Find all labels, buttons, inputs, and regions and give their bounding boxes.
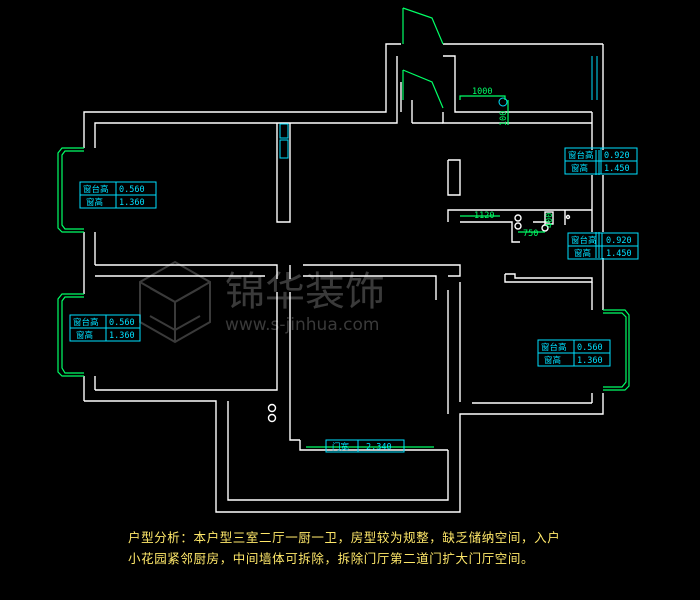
tag-height-value: 1.360 xyxy=(109,331,135,341)
tag-height-label: 窗高 xyxy=(574,248,591,259)
window-tag-w3: 窗台高 0.920 窗高 1.450 xyxy=(564,147,638,175)
entry-door-swing xyxy=(402,7,444,109)
dim-balcony-depth: 100 xyxy=(499,111,509,126)
tag-sill-label: 窗台高 xyxy=(568,150,594,161)
window-tag-w1: 窗台高 0.560 窗高 1.360 xyxy=(79,181,157,209)
window-tag-w4: 窗台高 0.920 窗高 1.450 xyxy=(567,232,639,260)
dim-bath-width: 1120 xyxy=(474,211,494,221)
tag-sill-value: 0.560 xyxy=(577,343,603,353)
exterior-walls xyxy=(83,43,604,513)
door-width-tag: 门宽 2.340 xyxy=(325,439,405,453)
interior-walls xyxy=(95,123,593,441)
window-tag-w2: 窗台高 0.560 窗高 1.360 xyxy=(69,314,141,342)
tag-height-label: 窗高 xyxy=(76,330,93,341)
window-tag-w5: 窗台高 0.560 窗高 1.360 xyxy=(537,339,611,367)
tag-height-label: 窗高 xyxy=(544,355,561,366)
tag-sill-value: 0.560 xyxy=(109,318,135,328)
windows xyxy=(57,56,630,448)
watermark-logo xyxy=(139,260,211,344)
tag-height-value: 1.450 xyxy=(604,164,630,174)
tag-sill-label: 窗台高 xyxy=(73,317,99,328)
tag-height-label: 窗高 xyxy=(86,197,103,208)
tag-height-value: 1.360 xyxy=(119,198,145,208)
dim-bath-small: 750 xyxy=(523,229,538,239)
tag-height-value: 1.360 xyxy=(577,356,603,366)
dim-balcony-width: 1000 xyxy=(472,87,492,97)
watermark-url: www.s-jinhua.com xyxy=(225,315,379,335)
tag-sill-value: 0.920 xyxy=(606,236,632,246)
wardrobe-marks xyxy=(279,123,289,159)
door-label: 门宽 xyxy=(332,442,350,453)
tag-height-label: 窗高 xyxy=(571,163,588,174)
fixtures xyxy=(267,97,571,423)
tag-height-value: 1.450 xyxy=(606,249,632,259)
tag-sill-value: 0.560 xyxy=(119,185,145,195)
tag-sill-label: 窗台高 xyxy=(83,184,109,195)
dim-bath-vertical: 400 xyxy=(545,213,555,228)
floor-plan-analysis: 户型分析：本户型三室二厅一厨一卫，房型较为规整，缺乏储纳空间，入户小花园紧邻厨房… xyxy=(128,530,561,566)
tag-sill-label: 窗台高 xyxy=(541,342,567,353)
dimension-lines: 1000 100 1120 750 400 xyxy=(459,87,555,239)
door-width-value: 2.340 xyxy=(366,443,392,453)
tag-sill-value: 0.920 xyxy=(604,151,630,161)
tag-sill-label: 窗台高 xyxy=(571,235,597,246)
